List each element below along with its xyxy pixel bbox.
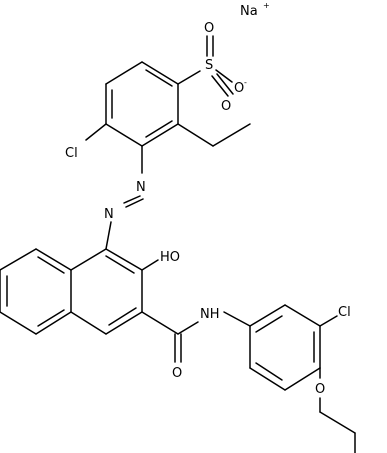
hydroxyl-label: HO (160, 250, 180, 265)
carbonyl-oxygen-label: O (172, 366, 182, 381)
amide-nh-label: NH (200, 307, 220, 322)
azo-nitrogen-2: N (104, 207, 114, 222)
sulfur-label: S (205, 58, 213, 73)
sulfonate-oxygen-top: O (204, 21, 214, 36)
sulfonate-oxygen-bottom: O (221, 99, 231, 114)
benzene-ring-right (249, 304, 321, 391)
ethyl-group (177, 123, 251, 147)
sodium-charge: + (263, 1, 270, 10)
benzene-ring-top (105, 61, 179, 147)
sodium-label: Na (240, 4, 258, 19)
ethoxy-group (319, 367, 356, 453)
oxygen-minus-charge: - (244, 78, 247, 87)
azo-linkage (105, 145, 144, 250)
azo-nitrogen-1: N (136, 180, 146, 195)
chlorine-label-right: Cl (338, 305, 351, 320)
chlorine-label-top: Cl (65, 146, 78, 161)
bond-cl-right (319, 315, 338, 327)
bond-cl-top (85, 123, 107, 141)
bond-hydroxyl (141, 259, 159, 271)
sulfonate-oxygen-minus: O (234, 81, 244, 96)
naphthalene-system (0, 248, 143, 335)
sulfonate-group (177, 35, 234, 97)
amide-group (141, 311, 251, 363)
ether-oxygen-label: O (315, 382, 325, 397)
